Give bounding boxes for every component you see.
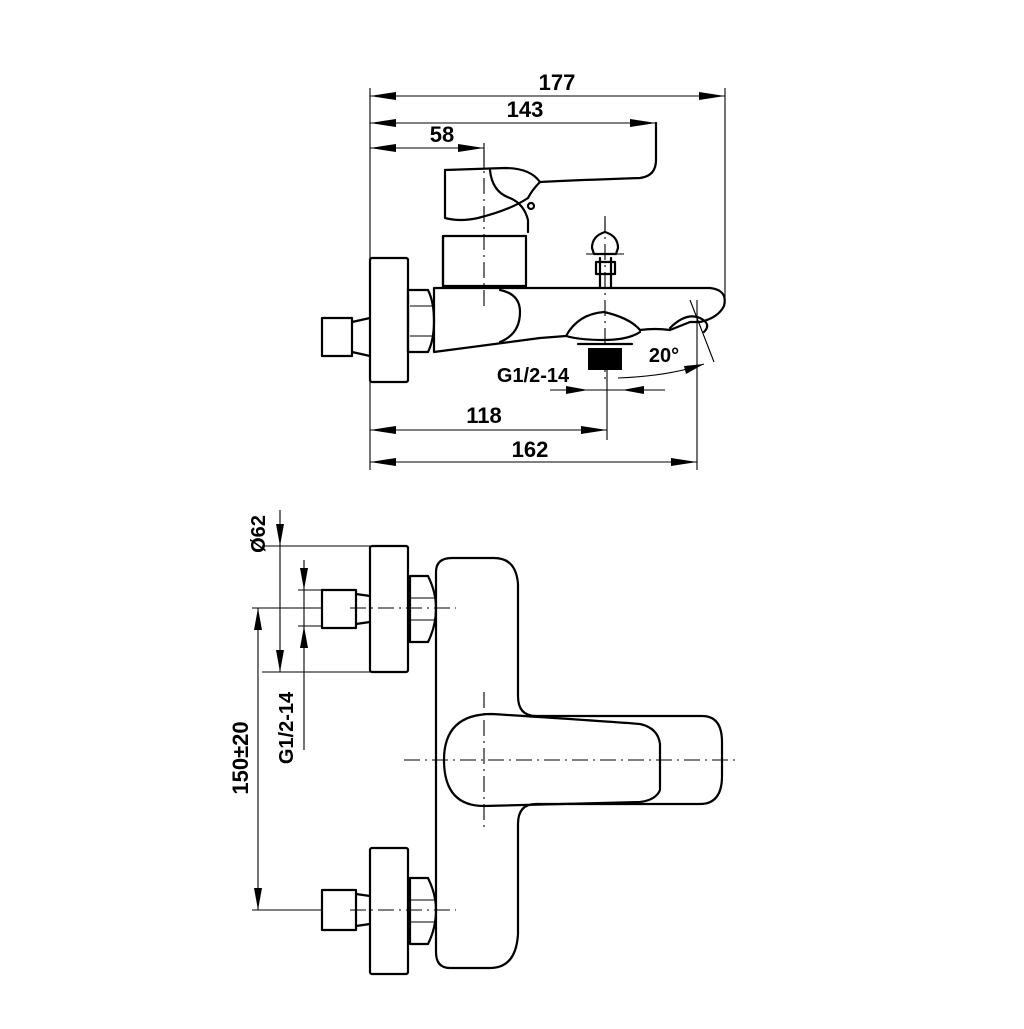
spout-angle-dimension: 20° (617, 299, 715, 379)
dimension-177: 177 (370, 70, 725, 100)
wall-flange (368, 256, 410, 384)
flange-diameter-dimension: Ø62 (248, 510, 284, 672)
spout-angle-label: 20° (649, 345, 679, 367)
center-distance-label: 150±20 (228, 721, 253, 794)
lower-inlet-assembly (320, 846, 456, 976)
dimension-162-label: 162 (512, 437, 549, 462)
dimension-177-label: 177 (539, 70, 576, 95)
lever-handle-body (443, 168, 542, 222)
top-view: Ø62 G1/2-14 150±20 (228, 510, 738, 976)
dimension-118: 118 (370, 403, 607, 434)
mixer-body (432, 286, 726, 354)
upper-hex-nut (408, 574, 438, 644)
flange-diameter-label: Ø62 (248, 515, 270, 553)
eccentric-connector (320, 316, 354, 358)
lever-handle-top (443, 121, 658, 184)
inlet-thread-label: G1/2-14 (276, 691, 298, 764)
spout-aerator (668, 315, 709, 334)
mixer-body-top (434, 556, 724, 970)
dimension-143: 143 (370, 97, 656, 127)
hex-nut (406, 288, 436, 354)
center-distance-dimension: 150±20 (228, 607, 322, 911)
upper-eccentric-connector (320, 588, 358, 630)
dimension-143-label: 143 (507, 97, 544, 122)
lower-wall-flange (368, 846, 410, 976)
side-view: 177 143 58 (320, 70, 726, 470)
dimension-162: 162 (370, 437, 697, 466)
outlet-thread-dimension: G1/2-14 (497, 365, 665, 394)
lever-screw (526, 201, 536, 211)
lever-handle-contour (488, 168, 530, 234)
dimension-58-label: 58 (430, 122, 454, 147)
dimension-58: 58 (370, 122, 484, 152)
upper-inlet-assembly (320, 544, 456, 674)
dimension-118-label: 118 (466, 403, 502, 428)
lower-hex-nut (408, 876, 438, 946)
outlet-thread-label: G1/2-14 (497, 365, 570, 387)
body-contour (498, 288, 522, 344)
upper-wall-flange (368, 544, 410, 674)
inlet-thread-dimension: G1/2-14 (276, 560, 308, 764)
